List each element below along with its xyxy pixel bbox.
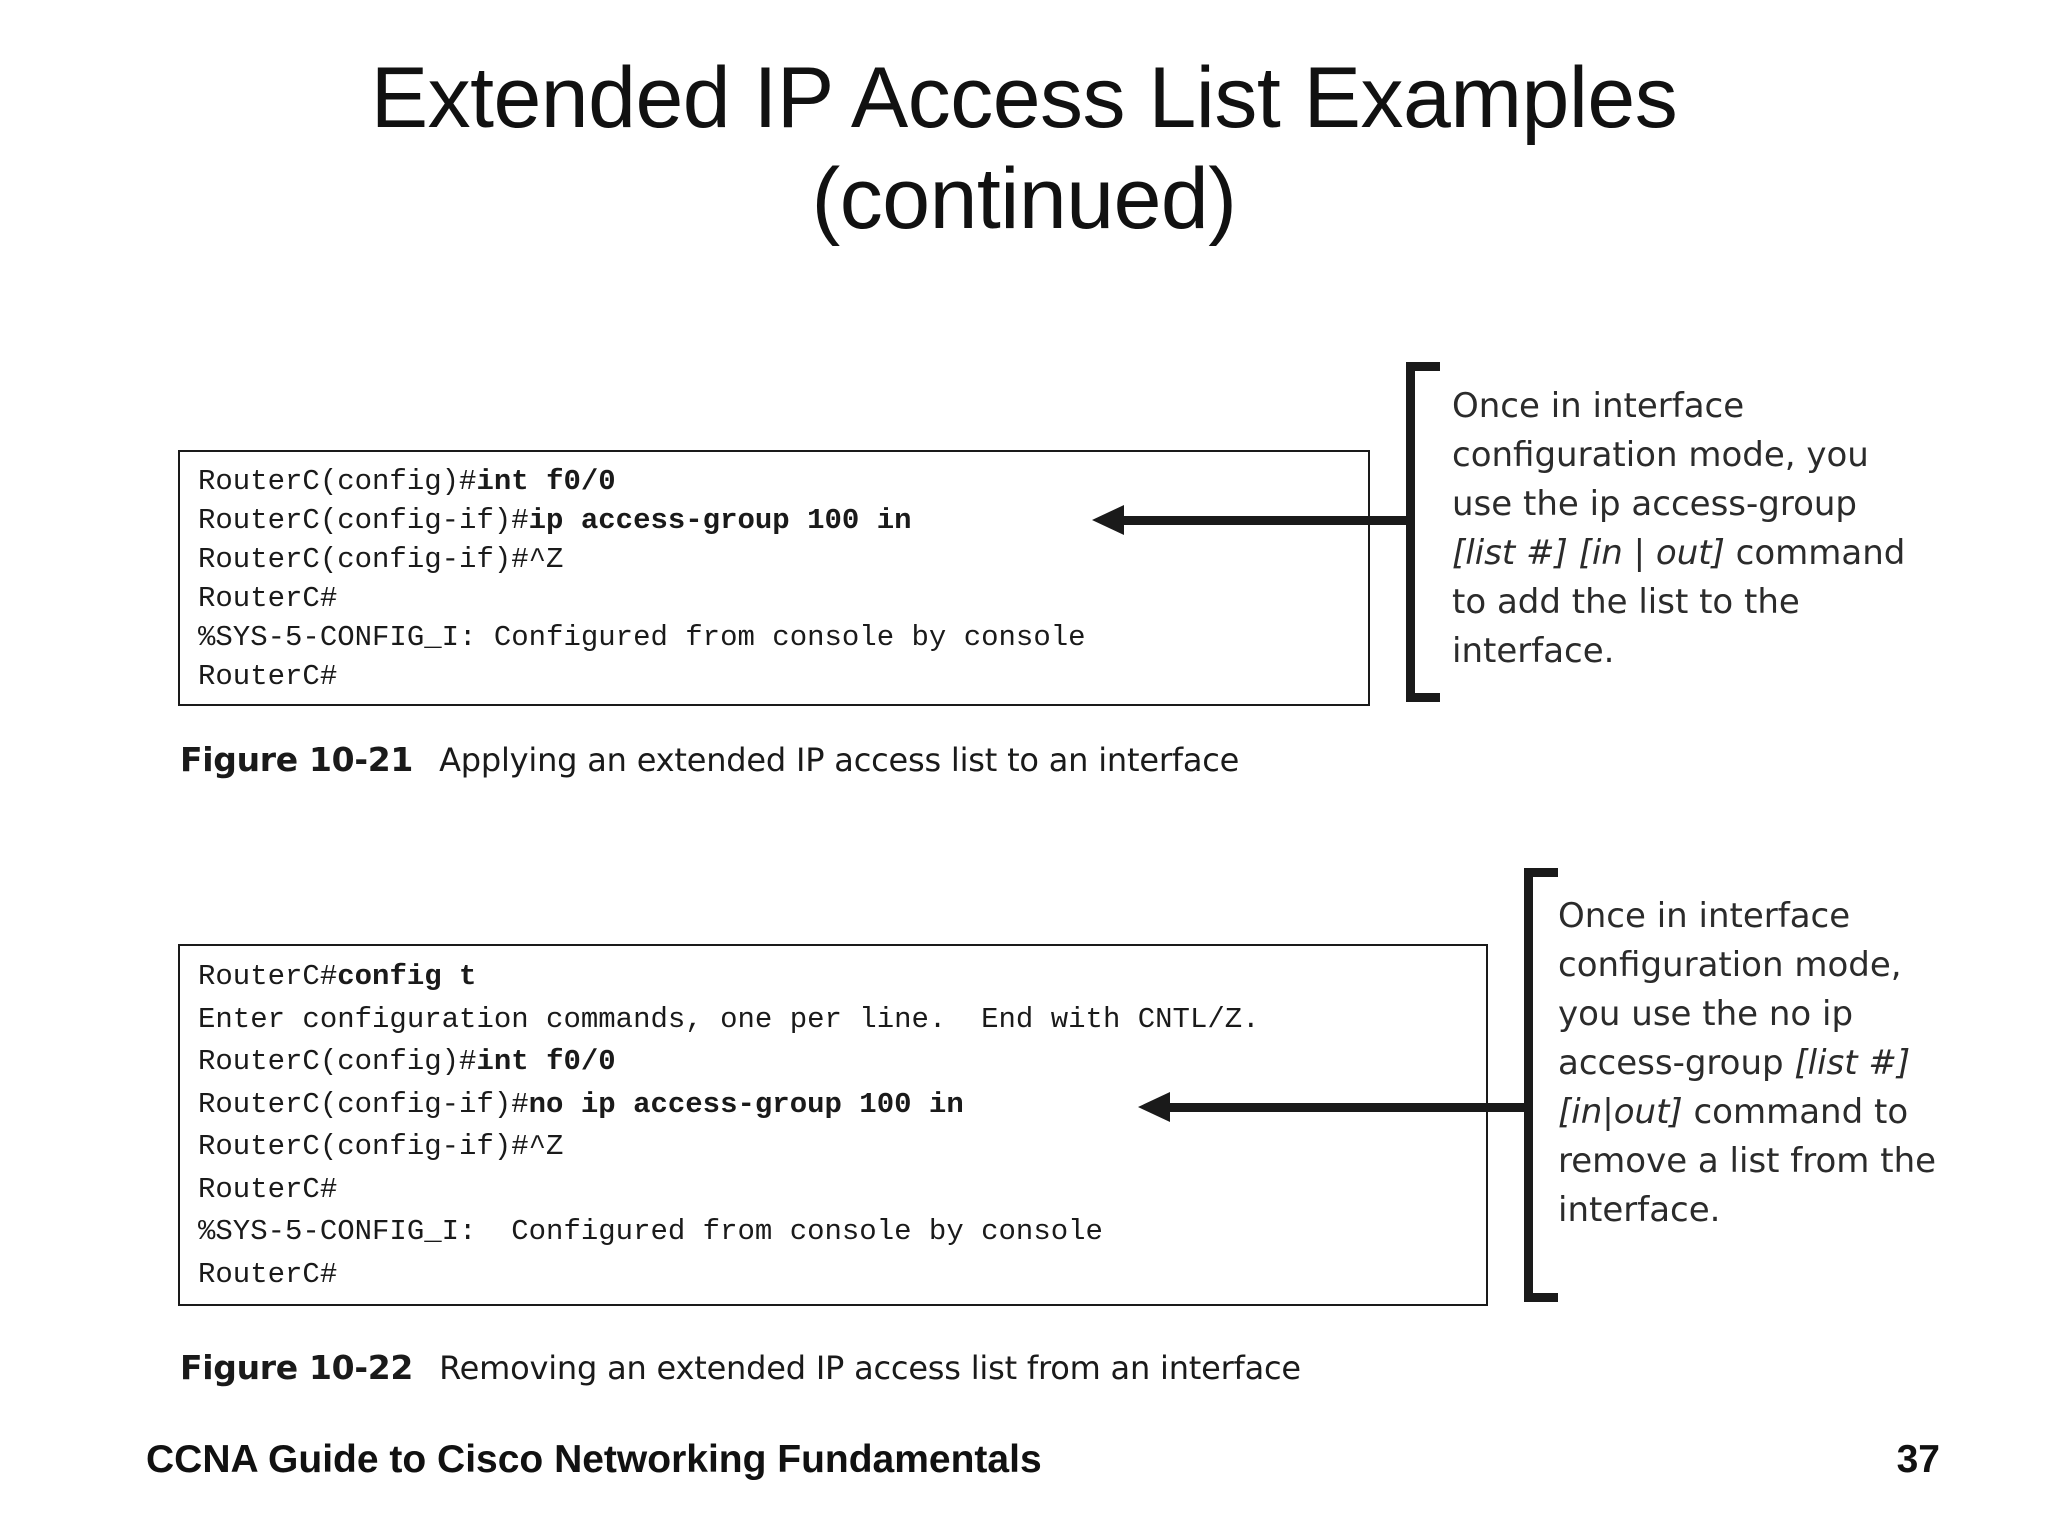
terminal-command: int f0/0	[476, 465, 616, 498]
terminal-prompt: RouterC(config-if)#^Z	[198, 543, 564, 576]
bracket-stem	[1406, 362, 1415, 702]
terminal-line: RouterC(config-if)#^Z	[198, 540, 1354, 579]
figure-label: Figure 10-22	[180, 1348, 414, 1387]
terminal-prompt: RouterC(config)#	[198, 465, 477, 498]
callout-arrow-figure-10-22	[1138, 1092, 1528, 1122]
terminal-output-box-figure-10-21: RouterC(config)#int f0/0 RouterC(config-…	[178, 450, 1370, 706]
footer-page-number: 37	[1896, 1438, 1940, 1481]
figure-description: Removing an extended IP access list from…	[439, 1349, 1301, 1387]
terminal-line: RouterC(config-if)#^Z	[198, 1126, 1472, 1169]
terminal-prompt: RouterC#	[198, 660, 338, 693]
terminal-line: %SYS-5-CONFIG_I: Configured from console…	[198, 618, 1354, 657]
terminal-line: RouterC#	[198, 1169, 1472, 1212]
terminal-line: RouterC#config t	[198, 956, 1472, 999]
bracket-stem	[1524, 868, 1533, 1302]
arrow-head-icon	[1092, 505, 1124, 535]
page-title: Extended IP Access List Examples (contin…	[0, 48, 2048, 251]
terminal-line: RouterC#	[198, 579, 1354, 618]
terminal-message: %SYS-5-CONFIG_I: Configured from console…	[198, 1215, 1103, 1248]
terminal-command: no ip access-group 100 in	[528, 1087, 964, 1121]
terminal-command: int f0/0	[476, 1045, 616, 1078]
figure-description: Applying an extended IP access list to a…	[439, 741, 1240, 779]
terminal-line: RouterC(config-if)#no ip access-group 10…	[198, 1084, 1472, 1127]
terminal-prompt: RouterC(config-if)#	[198, 1087, 529, 1121]
terminal-line: Enter configuration commands, one per li…	[198, 999, 1472, 1042]
callout-text-part-2: command to remove a list from the interf…	[1558, 1092, 1937, 1230]
figure-label: Figure 10-21	[180, 740, 414, 779]
terminal-prompt: RouterC(config)#	[198, 1045, 477, 1078]
terminal-prompt: RouterC#	[198, 960, 338, 993]
terminal-command: config t	[337, 960, 477, 993]
terminal-prompt: RouterC#	[198, 1257, 338, 1291]
callout-text-emphasis: [list #] [in|out]	[1558, 1043, 1911, 1132]
callout-bracket-figure-10-22	[1524, 868, 1567, 1302]
page-title-line-2: (continued)	[811, 151, 1237, 248]
arrow-shaft	[1166, 1103, 1528, 1112]
bracket-cap-bottom	[1524, 1293, 1558, 1302]
callout-annotation-figure-10-21: Once in interface configuration mode, yo…	[1452, 382, 1922, 676]
terminal-message: %SYS-5-CONFIG_I: Configured from console…	[198, 621, 1086, 654]
terminal-line: %SYS-5-CONFIG_I: Configured from console…	[198, 1211, 1472, 1254]
bracket-cap-bottom	[1406, 693, 1440, 702]
terminal-line: RouterC#	[198, 657, 1354, 696]
terminal-prompt: RouterC(config-if)#	[198, 504, 529, 537]
footer-book-title: CCNA Guide to Cisco Networking Fundament…	[146, 1438, 1042, 1481]
terminal-line: RouterC(config)#int f0/0	[198, 462, 1354, 501]
bracket-cap-top	[1524, 868, 1558, 877]
figure-caption-10-22: Figure 10-22 Removing an extended IP acce…	[180, 1348, 1301, 1387]
terminal-output-box-figure-10-22: RouterC#config t Enter configuration com…	[178, 944, 1488, 1306]
page-title-line-1: Extended IP Access List Examples	[370, 50, 1678, 146]
terminal-line: RouterC#	[198, 1254, 1472, 1297]
terminal-line: RouterC(config-if)#ip access-group 100 i…	[198, 501, 1354, 540]
arrow-shaft	[1120, 516, 1410, 525]
callout-bracket-figure-10-21	[1406, 362, 1449, 702]
terminal-line: RouterC(config)#int f0/0	[198, 1041, 1472, 1084]
terminal-prompt: RouterC(config-if)#^Z	[198, 1130, 564, 1163]
terminal-command: ip access-group 100 in	[528, 504, 912, 537]
terminal-prompt: RouterC#	[198, 582, 338, 615]
callout-text-part-1: Once in interface configuration mode, yo…	[1452, 386, 1869, 524]
callout-annotation-figure-10-22: Once in interface configuration mode, yo…	[1558, 892, 1938, 1235]
bracket-cap-top	[1406, 362, 1440, 371]
callout-text-part-2: command to add the list to the interface…	[1452, 533, 1906, 671]
callout-text-emphasis: [list #] [in | out]	[1452, 533, 1725, 573]
terminal-message: Enter configuration commands, one per li…	[198, 1002, 1260, 1036]
callout-text-part-1: Once in interface configuration mode, yo…	[1558, 896, 1902, 1083]
figure-caption-10-21: Figure 10-21 Applying an extended IP acce…	[180, 740, 1239, 779]
callout-arrow-figure-10-21	[1092, 505, 1410, 535]
arrow-head-icon	[1138, 1092, 1170, 1122]
terminal-prompt: RouterC#	[198, 1172, 338, 1206]
